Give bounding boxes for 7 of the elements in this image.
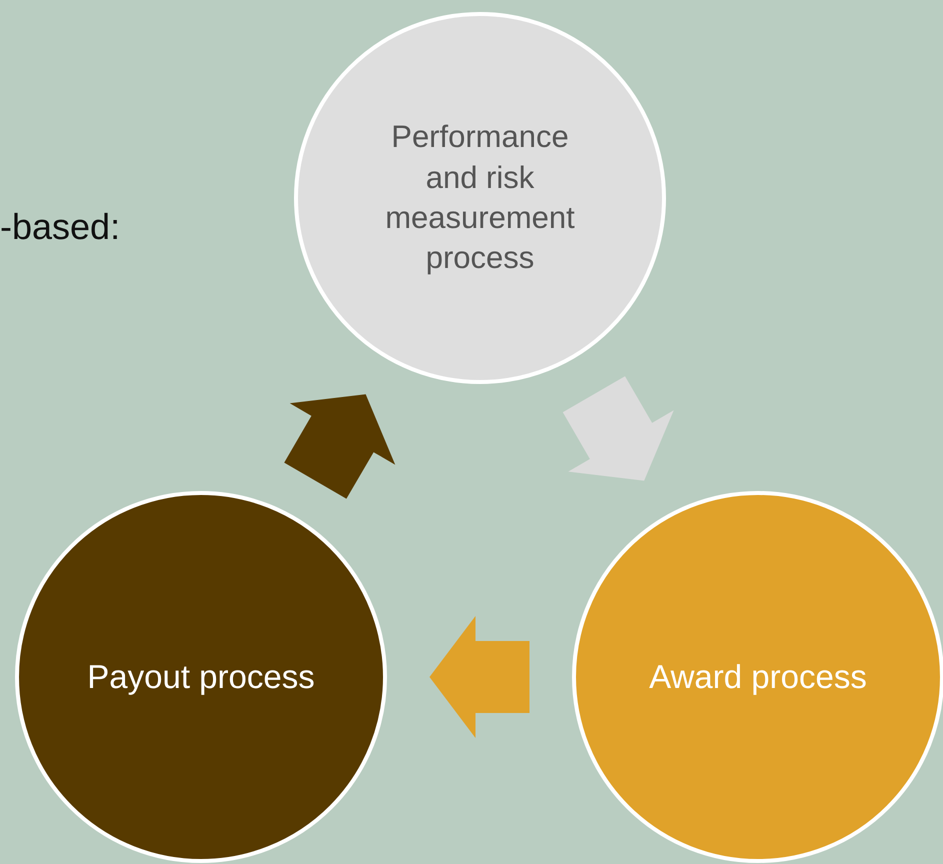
node-label: Award process (648, 656, 868, 697)
node-label: Payout process (86, 656, 316, 697)
block-arrow (430, 616, 530, 738)
node-label: Performance and risk measurement process (384, 118, 576, 278)
partial-text: -based: (0, 206, 120, 248)
block-arrow (284, 394, 396, 499)
block-arrow (562, 376, 674, 481)
